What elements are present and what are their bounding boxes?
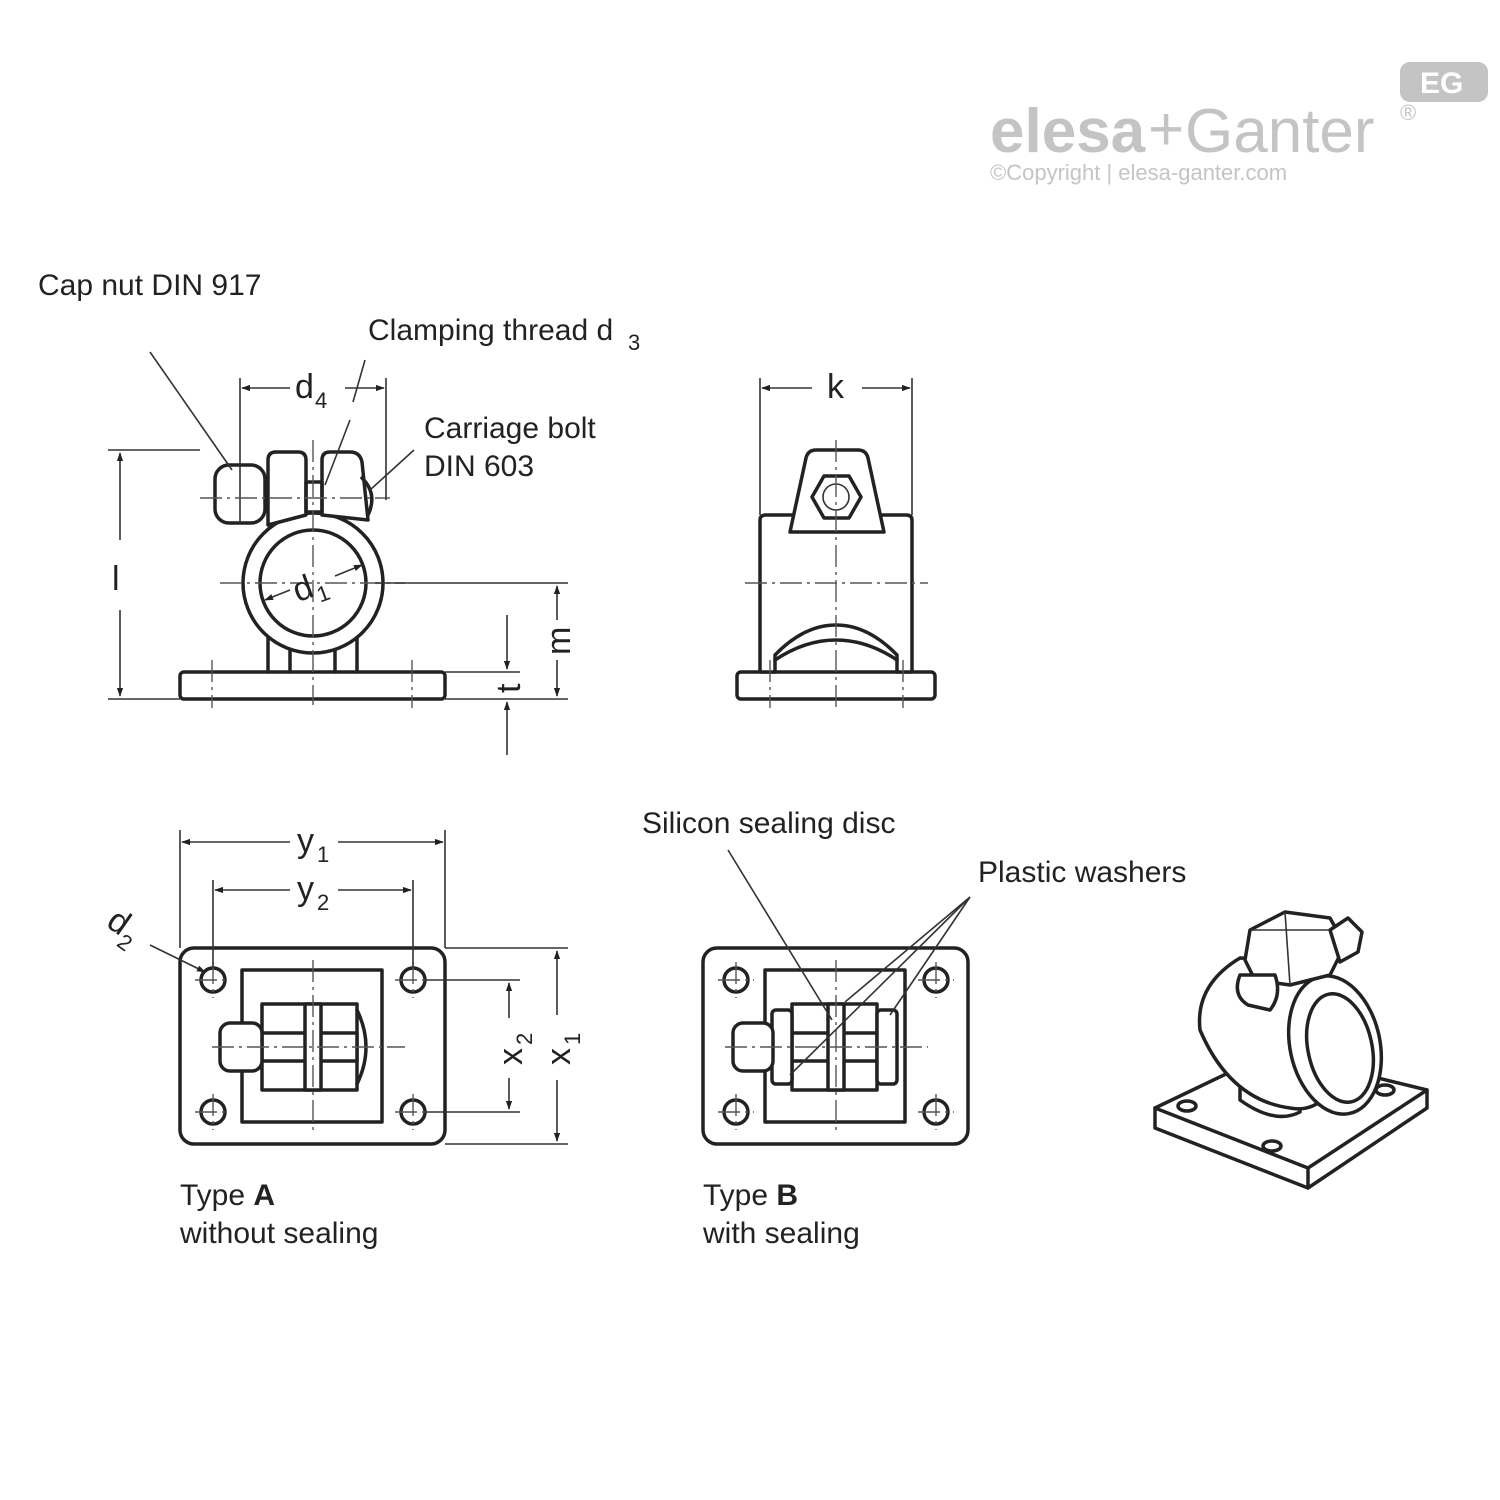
- front-view: d 4 l d 1 m t Cap nut DIN 917 Clamping t…: [38, 269, 640, 755]
- iso-cap-nut: [1235, 973, 1280, 1012]
- dim-x1: x 1: [540, 1033, 585, 1065]
- clamp-lug-left: [266, 450, 308, 527]
- brand-badge-text: EG: [1420, 67, 1463, 100]
- dim-l: l: [112, 560, 120, 598]
- svg-text:2: 2: [317, 890, 329, 915]
- dim-t: t: [490, 683, 528, 693]
- dim-x2: x 2: [492, 1033, 537, 1065]
- svg-text:3: 3: [628, 330, 640, 355]
- type-b-description: with sealing: [702, 1217, 860, 1250]
- svg-text:2: 2: [512, 1033, 537, 1045]
- side-lug: [788, 448, 886, 534]
- label-plastic-washers: Plastic washers: [978, 856, 1186, 889]
- hex-nut-icon: [810, 474, 863, 520]
- label-carriage-bolt-line1: Carriage bolt: [424, 412, 596, 445]
- type-a-description: without sealing: [179, 1217, 378, 1250]
- label-silicon-sealing-disc: Silicon sealing disc: [642, 807, 895, 840]
- isometric-view: [1153, 910, 1429, 1190]
- svg-text:x: x: [540, 1048, 578, 1065]
- svg-text:Type B: Type B: [703, 1179, 798, 1212]
- dim-y1: y 1: [297, 822, 329, 867]
- type-b-plan-view: Silicon sealing disc Plastic washers Typ…: [642, 807, 1186, 1250]
- svg-text:d: d: [295, 368, 314, 406]
- label-cap-nut: Cap nut DIN 917: [38, 269, 261, 302]
- label-clamping-thread: Clamping thread d 3: [368, 314, 640, 355]
- side-view: k: [735, 368, 937, 708]
- brand-registered: ®: [1400, 100, 1416, 125]
- dim-d2: d 2: [100, 901, 137, 956]
- clamp-legs: [266, 628, 359, 674]
- brand-badge: [1400, 62, 1488, 102]
- brand-name-right: Ganter: [1185, 97, 1375, 166]
- brand-logo: elesa + Ganter ® EG ©Copyright | elesa-g…: [990, 62, 1488, 185]
- svg-text:4: 4: [315, 388, 327, 413]
- carriage-bolt: [304, 480, 324, 514]
- brand-copyright: ©Copyright | elesa-ganter.com: [990, 160, 1287, 185]
- clamp-lug-right: [320, 450, 370, 522]
- dim-y2: y 2: [297, 870, 329, 915]
- label-carriage-bolt-line2: DIN 603: [424, 450, 534, 483]
- type-a-plan-view: y 1 y 2 x 1 x 2 d 2: [100, 822, 585, 1250]
- svg-text:Clamping thread d: Clamping thread d: [368, 314, 613, 347]
- dim-k: k: [827, 368, 845, 406]
- svg-text:1: 1: [560, 1033, 585, 1045]
- svg-text:x: x: [492, 1048, 530, 1065]
- svg-text:y: y: [297, 870, 314, 908]
- dim-m: m: [540, 627, 578, 655]
- brand-plus: +: [1148, 95, 1184, 164]
- bolt-head: [360, 476, 374, 517]
- svg-text:1: 1: [317, 842, 329, 867]
- svg-text:Type A: Type A: [180, 1179, 275, 1212]
- type-a-caption: Type A without sealing: [179, 1179, 378, 1250]
- svg-text:y: y: [297, 822, 314, 860]
- dim-d4: d 4: [295, 368, 327, 413]
- type-b-caption: Type B with sealing: [702, 1179, 860, 1250]
- brand-name-left: elesa: [990, 97, 1146, 166]
- iso-bolt-head: [1328, 916, 1364, 964]
